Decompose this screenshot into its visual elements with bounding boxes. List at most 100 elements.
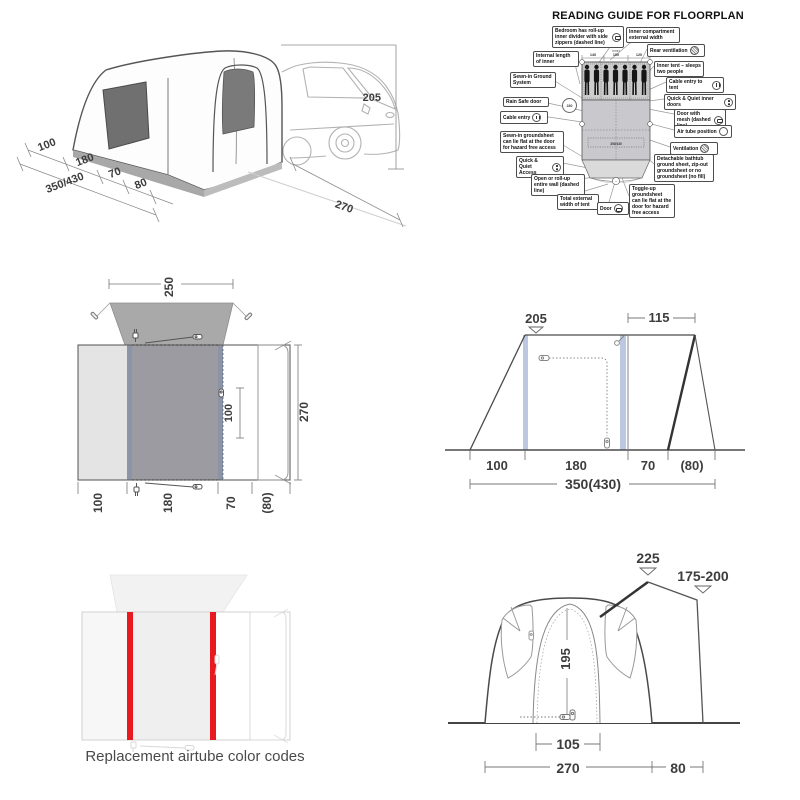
sleeper-figures	[584, 64, 647, 96]
dim-80: (80)	[680, 458, 703, 473]
dim-body-width: 270	[556, 760, 580, 776]
dim-tunnel-width: 80	[670, 760, 686, 776]
cable-entry-icon	[647, 121, 653, 127]
guide-tick-140: 140	[590, 53, 596, 57]
dim-80: (80)	[260, 492, 274, 513]
vent-icon	[579, 59, 585, 65]
ventilation-icon	[700, 144, 710, 153]
van-outline-faded	[249, 611, 287, 741]
airtube-strip	[127, 345, 132, 480]
dim-80: 80	[133, 176, 149, 192]
airtube-caption: Replacement airtube color codes	[85, 748, 305, 765]
dim-depth: 270	[333, 198, 354, 216]
perspective-drawing: 205 100 180 70 80 350/430 270	[16, 44, 407, 228]
door-arch	[532, 603, 601, 724]
plug-icon	[133, 483, 140, 496]
zipper-icon	[714, 115, 723, 125]
height-marker-icon	[693, 585, 713, 594]
inner-length-value: 240	[566, 103, 573, 108]
airtube-strip	[218, 345, 223, 480]
airtube-strip	[620, 335, 626, 450]
plan-icons	[132, 329, 224, 496]
floorplan-faded	[81, 611, 291, 741]
guide-label-inner-tent: Inner tent – sleeps two people	[654, 61, 704, 77]
dim-door-height: 195	[558, 648, 573, 670]
dim-height: 205	[525, 311, 547, 326]
tent-window	[102, 81, 150, 150]
quick-quiet-icon	[552, 162, 561, 172]
plug-icon	[532, 113, 542, 122]
guide-inner-note: inner	[612, 49, 621, 53]
zipper-pull-icon	[144, 334, 203, 344]
guide-tick-120: 120	[636, 53, 642, 57]
tent-drawing	[72, 50, 407, 227]
guide-label-quick-quiet-access: Quick & Quiet Access	[516, 156, 564, 178]
faded-icons	[130, 654, 220, 752]
dim-depth: 270	[297, 402, 311, 422]
guide-label-open-rollup-wall: Open or roll-up entire wall (dashed line…	[531, 174, 585, 196]
guide-label-rear-ventilation: Rear ventilation	[647, 44, 705, 57]
guide-label-door: Door	[597, 202, 629, 215]
dim-total: 350/430	[44, 170, 85, 195]
perspective-dimensions	[16, 44, 404, 228]
dim-peak: 225	[636, 550, 660, 566]
guide-label-quick-quiet-inner-doors: Quick & Quiet inner doors	[664, 94, 736, 110]
plug-icon	[132, 329, 139, 342]
dim-70: 70	[641, 458, 655, 473]
dim-attach-range: 175-200	[677, 568, 729, 584]
height-marker-icon	[527, 326, 545, 334]
door-bottom-icons	[520, 709, 576, 721]
dim-180: 180	[161, 493, 175, 513]
dim-100: 100	[36, 136, 57, 154]
plug-icon	[712, 80, 721, 90]
airtube-red	[210, 612, 216, 740]
guide-label-ventilation: Ventilation	[670, 142, 718, 155]
guide-label-cable-entry-tent: Cable entry to tent	[666, 77, 724, 93]
guide-label-air-tube-position: Air tube position	[674, 125, 732, 138]
elevation-outline	[445, 334, 745, 451]
ventilation-icon	[689, 46, 699, 55]
guide-label-rain-safe-door: Rain Safe door	[503, 97, 549, 107]
dim-canopy: 250	[162, 277, 176, 297]
floorplan-body	[77, 344, 291, 481]
dim-100: 100	[91, 493, 105, 513]
front-elevation: 205 115 100 180 70 (80) 350(430)	[445, 310, 745, 492]
dim-total: 350(430)	[565, 476, 621, 492]
door-dimension	[236, 387, 244, 439]
side-elevation: 195 225 175-200 105 270 80	[448, 550, 740, 776]
zipper-icon	[613, 204, 623, 213]
dim-rear-width: 115	[649, 310, 670, 325]
guide-width-note: 350/430	[610, 142, 622, 146]
door-access-icon	[612, 177, 620, 185]
canopy-dimension	[108, 279, 234, 289]
guide-label-internal-length: Internal length of inner	[533, 51, 579, 67]
reading-guide-title: READING GUIDE FOR FLOORPLAN	[552, 10, 744, 22]
airtube-strip	[523, 335, 528, 450]
air-tube-icon	[718, 127, 728, 136]
depth-dimension	[294, 344, 302, 481]
tent-door-window	[221, 68, 256, 135]
guide-porch-area	[581, 159, 651, 179]
door-height-dimension	[558, 608, 575, 718]
airtube-red	[127, 612, 133, 740]
connection-pole	[599, 580, 649, 619]
dim-70: 70	[107, 165, 123, 181]
peg-icon	[90, 311, 253, 321]
guide-label-sewn-in-groundsheet: Sewn-in groundsheet can lie flat at the …	[500, 131, 564, 153]
door-access-mark: ~	[615, 179, 618, 184]
guide-label-toggle-up-groundsheet: Toggle-up groundsheet can lie flat at th…	[629, 184, 675, 218]
guide-label-bedroom-divider: Bedroom has roll-up inner divider with s…	[552, 26, 624, 48]
canopy	[90, 302, 253, 346]
height-marker-icon	[638, 567, 658, 576]
guide-label-total-external-width: Total external width of tent	[557, 194, 599, 210]
window-left	[500, 604, 534, 679]
zipper-pull-icon	[144, 482, 203, 490]
dim-door-width: 105	[556, 736, 580, 752]
dim-100: 100	[486, 458, 508, 473]
window-right	[604, 604, 638, 679]
dim-180: 180	[565, 458, 587, 473]
zipper-icon	[612, 32, 621, 42]
guide-label-inner-compartment-width: Inner compartment external width	[626, 27, 680, 43]
zipper-pull-icon	[604, 437, 610, 449]
